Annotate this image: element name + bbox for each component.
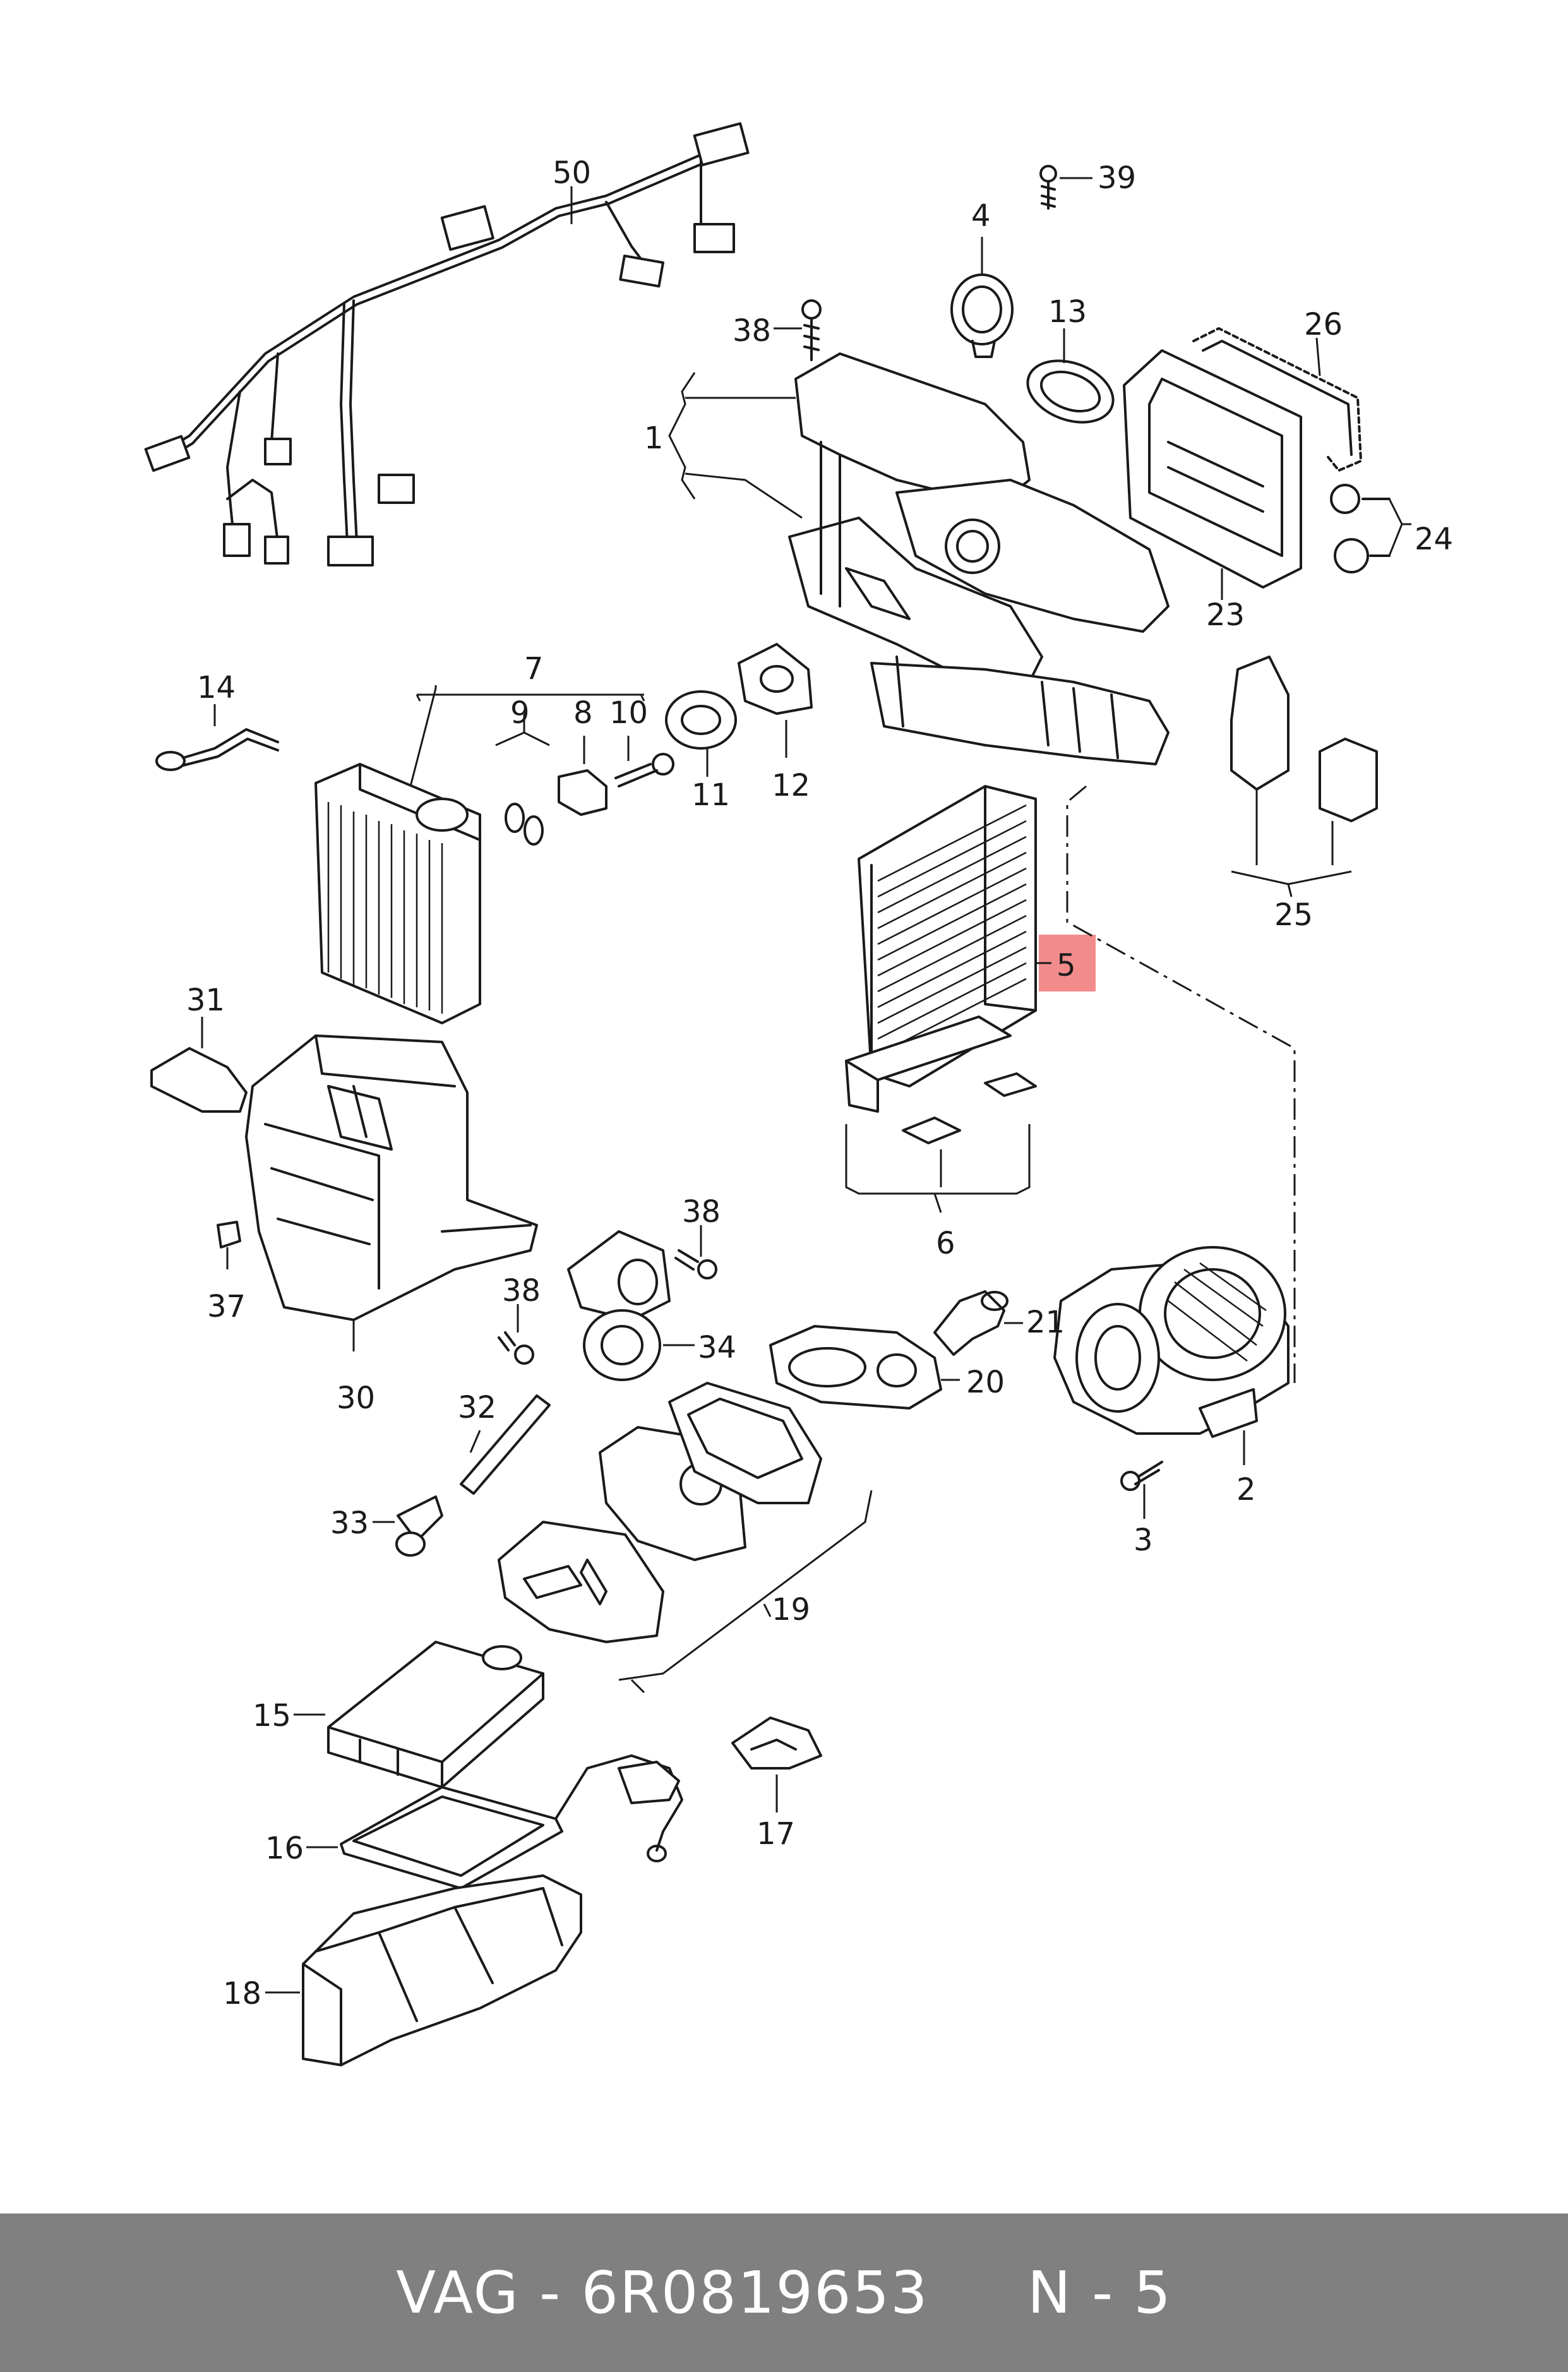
assembly-line-5 bbox=[1066, 785, 1296, 1383]
actuator-31 bbox=[150, 1017, 248, 1113]
callout-37: 37 bbox=[207, 1289, 246, 1324]
grommet-11 bbox=[665, 690, 737, 777]
callout-1: 1 bbox=[644, 421, 664, 456]
duct-seals-19 bbox=[498, 1382, 873, 1694]
heater-housing-1 bbox=[668, 352, 1170, 765]
screw-38-low bbox=[498, 1304, 534, 1365]
callout-18: 18 bbox=[223, 1976, 261, 2011]
seal-12 bbox=[738, 643, 813, 758]
callout-26: 26 bbox=[1304, 307, 1343, 342]
callout-24: 24 bbox=[1415, 522, 1453, 557]
callout-14: 14 bbox=[197, 670, 236, 705]
callout-6: 6 bbox=[936, 1226, 955, 1261]
evaporator-15 bbox=[294, 1641, 544, 1788]
flap-gears-24 bbox=[1330, 484, 1411, 573]
callout-21: 21 bbox=[1026, 1305, 1065, 1340]
cabin-filter-5 bbox=[858, 785, 1096, 1087]
lower-housing-18 bbox=[265, 1874, 582, 2066]
callout-10: 10 bbox=[609, 695, 648, 731]
o-rings-9 bbox=[495, 714, 550, 846]
flap-lever-34 bbox=[567, 1230, 695, 1381]
callout-20: 20 bbox=[966, 1365, 1005, 1400]
gasket-26 bbox=[1192, 327, 1362, 472]
callout-38-low: 38 bbox=[502, 1273, 541, 1309]
hose-21 bbox=[933, 1290, 1023, 1356]
heater-core-7 bbox=[314, 685, 645, 1024]
filter-cover-6 bbox=[845, 1015, 1037, 1213]
clip-37 bbox=[217, 1221, 241, 1269]
screw-3 bbox=[1120, 1461, 1163, 1519]
link-rod-32 bbox=[460, 1394, 551, 1495]
callout-23: 23 bbox=[1206, 597, 1245, 633]
callout-11: 11 bbox=[691, 777, 730, 813]
wiring-harness bbox=[144, 122, 750, 566]
evaporator-housing-30 bbox=[245, 1034, 538, 1351]
callout-34: 34 bbox=[698, 1330, 736, 1365]
bolt-10 bbox=[614, 736, 674, 788]
clip-8 bbox=[558, 736, 607, 816]
callout-33: 33 bbox=[330, 1506, 369, 1541]
duct-20 bbox=[769, 1325, 960, 1410]
seal-13 bbox=[1026, 328, 1115, 424]
callout-32: 32 bbox=[458, 1390, 496, 1425]
callout-50: 50 bbox=[553, 155, 591, 191]
callout-39: 39 bbox=[1098, 160, 1136, 196]
callout-12: 12 bbox=[772, 768, 810, 803]
callout-9: 9 bbox=[510, 695, 530, 731]
callout-5: 5 bbox=[1056, 948, 1076, 983]
screw-38-top bbox=[774, 299, 822, 361]
blower-motor-2 bbox=[1053, 1246, 1290, 1465]
screw-38-mid bbox=[674, 1225, 717, 1279]
callout-13: 13 bbox=[1048, 294, 1087, 330]
callout-8: 8 bbox=[573, 695, 593, 731]
callout-2: 2 bbox=[1236, 1472, 1256, 1507]
callout-17: 17 bbox=[757, 1816, 795, 1852]
part-number: 6R0819653 bbox=[581, 2259, 929, 2327]
air-intake-23 bbox=[1123, 349, 1302, 600]
vent-cover-4 bbox=[950, 237, 1014, 358]
callout-4: 4 bbox=[971, 198, 991, 234]
sensor-14 bbox=[155, 704, 279, 771]
callout-7: 7 bbox=[524, 651, 544, 686]
lever-33 bbox=[373, 1495, 443, 1557]
brand-label: VAG bbox=[396, 2259, 520, 2327]
callout-labels: 50 39 4 38 13 26 1 24 23 7 14 9 8 10 11 … bbox=[186, 155, 1453, 2011]
exploded-parts-diagram: 50 39 4 38 13 26 1 24 23 7 14 9 8 10 11 … bbox=[144, 122, 1453, 2066]
callout-3: 3 bbox=[1134, 1523, 1153, 1558]
callout-16: 16 bbox=[265, 1831, 304, 1866]
screw-39 bbox=[1039, 165, 1092, 210]
part-info-footer: VAG - 6R0819653 N - 5 bbox=[0, 2213, 1568, 2372]
footer-gap bbox=[929, 2259, 1027, 2327]
callout-19: 19 bbox=[772, 1592, 810, 1627]
actuators-25 bbox=[1230, 656, 1378, 897]
bracket-17 bbox=[731, 1716, 822, 1812]
heater-element-16 bbox=[306, 1754, 683, 1890]
diagram-position: N - 5 bbox=[1027, 2259, 1172, 2327]
callout-31: 31 bbox=[186, 983, 225, 1018]
callout-38-mid: 38 bbox=[682, 1194, 721, 1230]
brand-separator: - bbox=[519, 2259, 582, 2327]
callout-15: 15 bbox=[253, 1698, 291, 1734]
callout-30: 30 bbox=[337, 1381, 375, 1416]
callout-38-top: 38 bbox=[733, 313, 771, 349]
callout-25: 25 bbox=[1274, 897, 1313, 933]
